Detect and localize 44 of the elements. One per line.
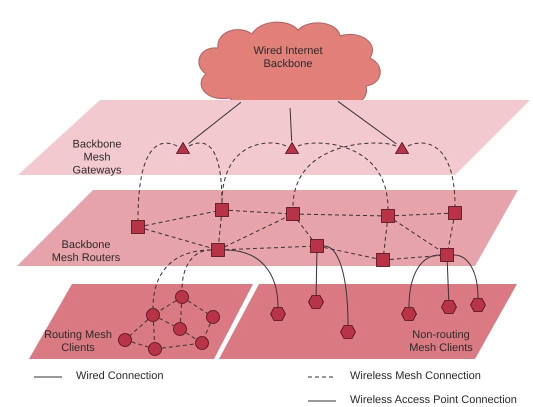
wireless-link bbox=[144, 210, 216, 226]
wired-link bbox=[188, 102, 242, 144]
wireless-link bbox=[187, 300, 208, 314]
wireless-link bbox=[188, 142, 222, 204]
wireless-link bbox=[224, 246, 310, 250]
wireless-link bbox=[161, 343, 196, 349]
layer-label: Routing Mesh Clients bbox=[43, 329, 113, 355]
wireless-link bbox=[185, 332, 197, 340]
wireless-link bbox=[130, 319, 148, 336]
wireless-link bbox=[152, 322, 156, 342]
wireless-link bbox=[158, 318, 174, 326]
layer-label: Non-routing Mesh Clients bbox=[408, 329, 474, 355]
wireless-link bbox=[218, 216, 222, 244]
wireless-link bbox=[383, 222, 388, 254]
wireless-link bbox=[300, 214, 382, 216]
wired-link bbox=[446, 262, 450, 300]
wireless-link bbox=[296, 219, 314, 241]
wireless-link bbox=[144, 228, 212, 249]
cloud-label: Wired Internet Backbone bbox=[252, 45, 324, 71]
layer-label: Backbone Mesh Routers bbox=[50, 239, 122, 265]
wired-link bbox=[224, 250, 278, 308]
wired-link bbox=[408, 254, 440, 308]
wired-link bbox=[338, 100, 397, 144]
legend-label: Wired Connection bbox=[76, 370, 164, 383]
wireless-link bbox=[394, 212, 448, 216]
wired-link bbox=[324, 246, 348, 326]
wireless-link bbox=[222, 142, 286, 204]
wireless-link bbox=[323, 246, 377, 260]
wireless-link bbox=[408, 142, 456, 206]
wired-link bbox=[316, 252, 318, 296]
wireless-link bbox=[389, 255, 441, 260]
wireless-link bbox=[158, 300, 177, 312]
wired-link bbox=[290, 108, 292, 142]
wireless-link bbox=[182, 250, 212, 290]
layer-label: Backbone Mesh Gateways bbox=[72, 138, 122, 178]
wireless-link bbox=[131, 342, 149, 348]
wired-link bbox=[454, 254, 478, 298]
wireless-link bbox=[228, 210, 286, 214]
wireless-link bbox=[138, 142, 178, 220]
wireless-link bbox=[180, 303, 182, 323]
legend-label: Wireless Mesh Connection bbox=[350, 370, 481, 383]
legend-label: Wireless Access Point Connection bbox=[350, 394, 517, 407]
wireless-link bbox=[448, 219, 454, 249]
wireless-link bbox=[224, 216, 288, 248]
